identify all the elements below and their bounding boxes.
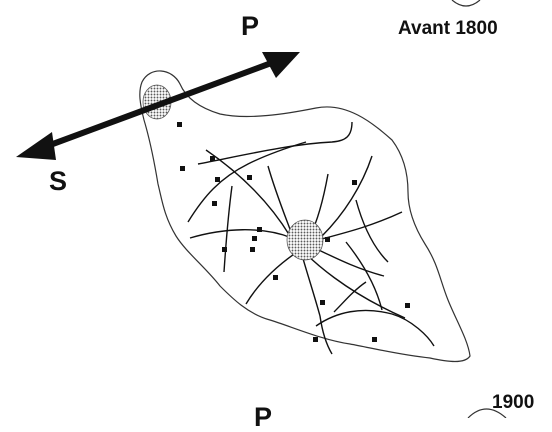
settlement-dot xyxy=(180,166,185,171)
settlement-dot xyxy=(313,337,318,342)
settlement-dot xyxy=(222,247,227,252)
settlement-dot xyxy=(212,201,217,206)
settlement-core-large xyxy=(287,220,323,260)
direction-label-s: S xyxy=(49,168,67,195)
arrowhead-s xyxy=(16,132,56,160)
road-line xyxy=(334,282,366,312)
settlement-dot xyxy=(372,337,377,342)
settlement-dot xyxy=(250,247,255,252)
settlement-dot xyxy=(273,275,278,280)
road-line xyxy=(346,242,382,310)
settlement-dot xyxy=(320,300,325,305)
settlement-dot xyxy=(177,122,182,127)
road-line xyxy=(224,186,232,272)
road-line xyxy=(198,122,352,164)
settlement-dot xyxy=(252,236,257,241)
diagram-stage: Avant 1800 P S 1900 P xyxy=(0,0,552,418)
territory-outline xyxy=(140,71,470,362)
settlement-dot xyxy=(352,180,357,185)
circle-fragment-top xyxy=(452,0,480,6)
settlement-dot xyxy=(325,237,330,242)
period-label-bottom: 1900 xyxy=(492,393,534,412)
direction-label-p-top: P xyxy=(241,13,259,40)
settlement-dot xyxy=(210,156,215,161)
axis-arrow xyxy=(42,62,274,148)
settlement-dot xyxy=(405,303,410,308)
settlement-dot xyxy=(257,227,262,232)
settlement-dot xyxy=(247,175,252,180)
road-line xyxy=(356,200,388,262)
settlement-dot xyxy=(215,177,220,182)
diagram-canvas xyxy=(0,0,552,418)
period-label-top: Avant 1800 xyxy=(398,19,498,38)
